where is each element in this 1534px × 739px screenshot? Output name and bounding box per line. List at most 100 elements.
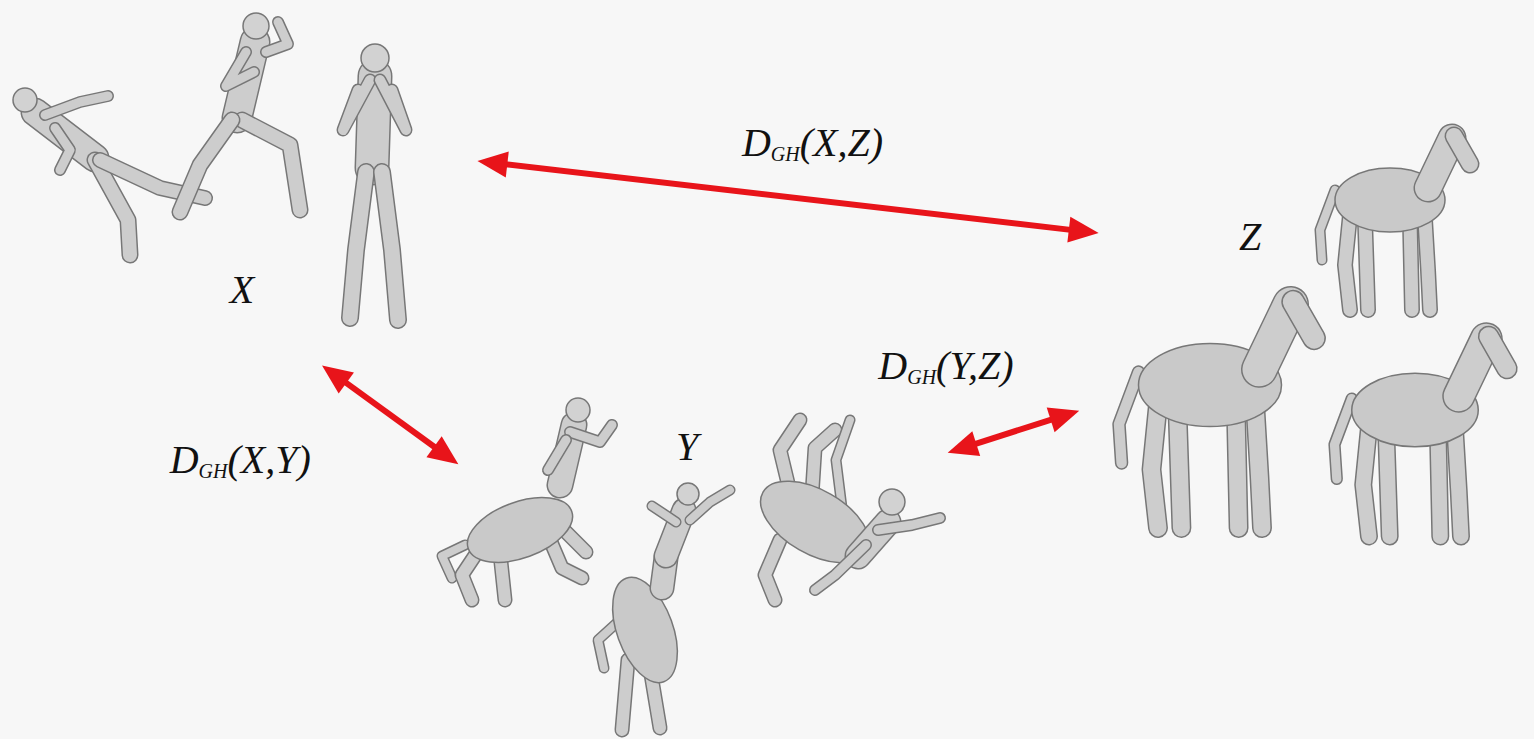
region-label: Y [676, 427, 698, 467]
figure-limb [1489, 336, 1507, 368]
figure-limb [622, 660, 628, 730]
figure-limb-outline [1119, 372, 1139, 463]
figure-limb-outline [652, 506, 676, 522]
figure-limb-outline [382, 172, 398, 320]
figure-limb-outline [1455, 433, 1461, 537]
figure-limb-outline [1259, 304, 1290, 369]
figure-limb [1335, 399, 1352, 480]
figure-limb [372, 76, 375, 168]
figure-limb-outline [1256, 411, 1263, 528]
distance-label: DGH(Y,Z) [878, 344, 1013, 388]
arrow-head [477, 152, 508, 178]
figure-limb [570, 425, 612, 442]
figure-limb-outline [242, 120, 300, 210]
figure-limb-outline [1438, 433, 1440, 537]
figure-limb-outline [226, 52, 254, 86]
figure-limb-outline [1454, 136, 1470, 164]
figure-limb [1178, 411, 1182, 528]
figure-limb-outline [380, 80, 406, 130]
figure-limb [1454, 136, 1470, 164]
figure-limb [45, 96, 108, 115]
figure-limb [1119, 372, 1139, 463]
figure-limb-outline [1320, 190, 1335, 260]
region-label: X [230, 270, 254, 310]
arrow-shaft [503, 164, 1073, 230]
figure-limb-outline [1425, 220, 1430, 310]
figure-limb [1363, 427, 1369, 536]
figure-limb [266, 22, 288, 52]
figure-limb-outline [1178, 411, 1182, 528]
figure-limb [1236, 411, 1239, 528]
ellipse-region: Z [1108, 160, 1532, 470]
ellipse-shape [1110, 162, 1530, 468]
figure-limb-outline [1410, 220, 1412, 310]
figure-limb [1293, 302, 1314, 338]
figure-limb [652, 506, 676, 522]
double-arrow [322, 365, 458, 464]
figure-limb [180, 120, 232, 212]
figure-limb-outline [266, 22, 288, 52]
figure-limb-outline [1428, 138, 1452, 188]
arrow-head [426, 436, 458, 464]
figure-limb [765, 540, 780, 600]
figure-limb [815, 545, 866, 590]
arrow-head [322, 365, 354, 393]
figure-limb [1345, 215, 1350, 310]
figure-limb [380, 80, 406, 130]
figure-limb [1455, 433, 1461, 537]
figure-head [13, 88, 37, 112]
figure-limb [548, 440, 566, 470]
double-arrow [948, 407, 1080, 455]
figure-limb-outline [815, 545, 866, 590]
figure-head [361, 44, 389, 72]
figure-limb-outline [372, 76, 375, 168]
arrow-shaft [343, 381, 437, 449]
figure-limb [1259, 304, 1290, 369]
figure-limb-outline [180, 120, 232, 212]
figure-limb-outline [45, 96, 108, 115]
figure-limb-outline [548, 440, 566, 470]
ellipse-region: X [12, 25, 448, 345]
figure-head [243, 13, 269, 39]
figure-limb [836, 420, 850, 508]
figure-limb-outline [55, 128, 70, 170]
figure-limb-outline [1365, 220, 1368, 310]
figure-limb-outline [765, 540, 780, 600]
figure-limb [350, 172, 366, 318]
arrow-head [1047, 407, 1080, 432]
figure-limb-outline [1236, 411, 1239, 528]
figure-limb-outline [836, 420, 850, 508]
figure-limb-outline [343, 80, 370, 130]
figure-limb-outline [622, 660, 628, 730]
figure-head [566, 398, 590, 422]
figure-limb [1425, 220, 1430, 310]
figure-limb [1256, 411, 1263, 528]
figure-limb [1428, 138, 1452, 188]
region-label: Z [1239, 217, 1261, 257]
figure-limb [1320, 190, 1335, 260]
distance-label: DGH(X,Z) [742, 121, 883, 165]
figure-limb [226, 52, 254, 86]
figure-limb [1438, 433, 1440, 537]
figure-body [600, 569, 690, 692]
figure-limb-outline [690, 490, 730, 520]
ellipse-shape [14, 27, 446, 343]
distance-label: DGH(X,Y) [170, 438, 311, 482]
figure-limb [382, 172, 398, 320]
ellipse-shape [476, 394, 898, 730]
figure-limb-outline [1335, 399, 1352, 480]
figure-limb-outline [570, 425, 612, 442]
figure-limb [242, 120, 300, 210]
figure-limb-outline [1345, 215, 1350, 310]
figure-limb-outline [878, 518, 940, 530]
figure-limb [1410, 220, 1412, 310]
ellipse-outline [1108, 160, 1532, 470]
arrow-shaft [972, 419, 1054, 445]
figure-limb-outline [1489, 336, 1507, 368]
figure-limb [878, 518, 940, 530]
figure-head [677, 483, 699, 505]
figure-limb [1459, 339, 1487, 397]
figure-limb [690, 490, 730, 520]
